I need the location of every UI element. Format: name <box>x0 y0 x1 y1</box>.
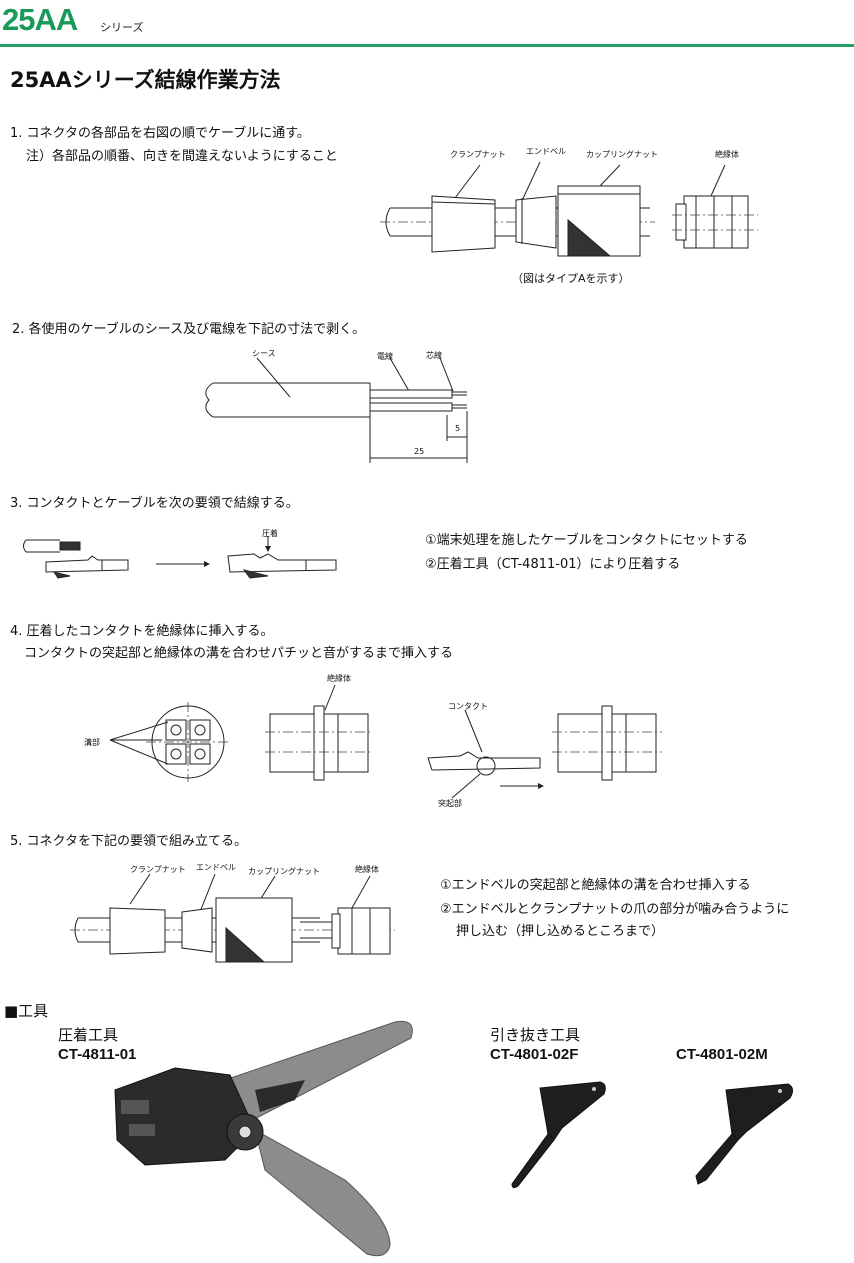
crimp-tool-code: CT-4811-01 <box>58 1046 137 1063</box>
extract-tool-m-image <box>695 1083 794 1185</box>
step1-label-clamp-nut: クランプナット <box>450 150 506 159</box>
step1-label-insulator: 絶縁体 <box>715 150 739 159</box>
step2-label-core: 芯線 <box>426 351 442 360</box>
step5-note-1: ①エンドベルの突起部と絶縁体の溝を合わせ挿入する <box>440 878 751 893</box>
step2-dim-wire: 25 <box>414 447 425 456</box>
tools-heading: ■工具 <box>4 1002 49 1020</box>
step2-strip-diagram <box>205 357 468 463</box>
step3-label-crimp: 圧着 <box>262 529 278 538</box>
extract-tool-code-f: CT-4801-02F <box>490 1046 579 1063</box>
extract-tool-code-m: CT-4801-02M <box>676 1046 768 1063</box>
extract-tool-f-image <box>511 1081 606 1189</box>
step3-note-2: ②圧着工具（CT-4811-01）により圧着する <box>425 557 681 572</box>
step2-label-wire: 電線 <box>377 352 393 361</box>
step2-dim-core: 5 <box>455 424 461 433</box>
step4-label-protrusion: 突起部 <box>438 799 462 808</box>
step4-label-insulator: 絶縁体 <box>327 674 351 683</box>
step4-label-groove: 溝部 <box>84 738 100 747</box>
step1-parts-diagram <box>380 161 758 257</box>
step5-label-coupling-nut: カップリングナット <box>248 867 320 876</box>
crimp-tool-name: 圧着工具 <box>58 1026 119 1044</box>
step4-text2: コンタクトの突起部と絶縁体の溝を合わせパチッと音がするまで挿入する <box>24 646 454 661</box>
series-logo: 25AA <box>2 2 78 37</box>
step1-note: 注）各部品の順番、向きを間違えないようにすること <box>26 149 338 164</box>
step5-note-2: ②エンドベルとクランプナットの爪の部分が噛み合うように <box>440 902 790 917</box>
step5-label-insulator: 絶縁体 <box>355 865 379 874</box>
step5-label-end-bell: エンドベル <box>196 863 236 872</box>
step2-text: 2. 各使用のケーブルのシース及び電線を下記の寸法で剥く。 <box>12 322 366 337</box>
step5-note-3: 押し込む（押し込めるところまで） <box>456 924 665 939</box>
header-rule <box>0 44 854 47</box>
extract-tool-name: 引き抜き工具 <box>490 1026 581 1044</box>
step2-label-sheath: シース <box>252 349 276 358</box>
step4-insert-diagram <box>109 684 662 799</box>
step4-label-contact: コンタクト <box>448 702 488 711</box>
step1-text: 1. コネクタの各部品を右図の順でケーブルに通す。 <box>10 126 310 141</box>
step1-caption: （図はタイプAを示す） <box>512 272 630 285</box>
step4-text: 4. 圧着したコンタクトを絶縁体に挿入する。 <box>10 624 274 639</box>
step5-assembly-diagram <box>70 873 395 963</box>
step3-text: 3. コンタクトとケーブルを次の要領で結線する。 <box>10 496 299 511</box>
series-suffix: シリーズ <box>100 21 144 34</box>
page-title: 25AAシリーズ結線作業方法 <box>10 68 281 92</box>
step5-text: 5. コネクタを下記の要領で組み立てる。 <box>10 834 248 849</box>
step1-label-end-bell: エンドベル <box>526 147 566 156</box>
step5-label-clamp-nut: クランプナット <box>130 865 186 874</box>
step1-label-coupling-nut: カップリングナット <box>586 150 658 159</box>
crimp-tool-image <box>114 1020 413 1257</box>
step3-crimp-diagram <box>23 536 337 579</box>
step3-note-1: ①端末処理を施したケーブルをコンタクトにセットする <box>425 533 748 548</box>
